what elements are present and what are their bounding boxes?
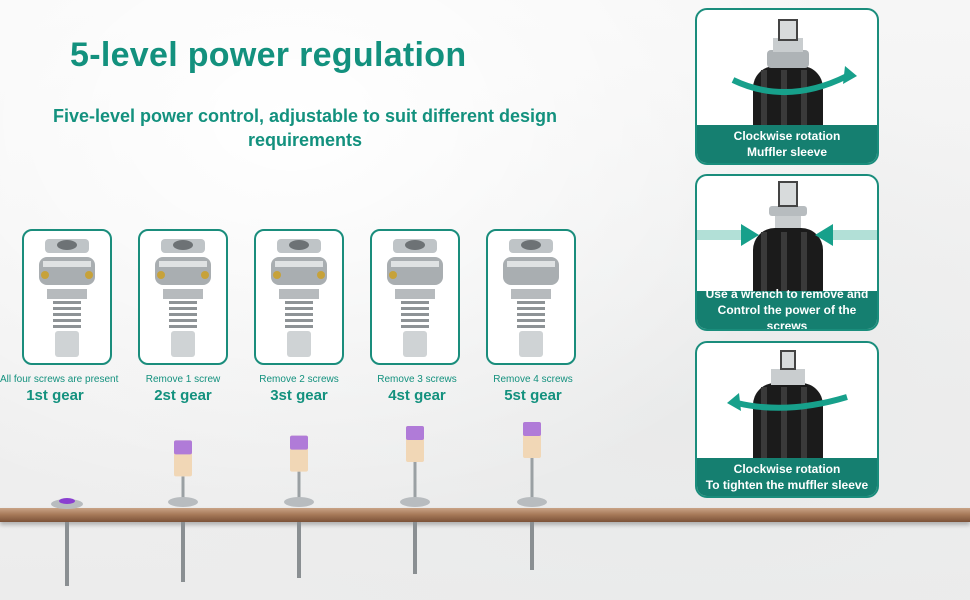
- gear-label-5: Remove 4 screws 5st gear: [478, 374, 588, 404]
- step-panel-2: Use a wrench to remove and Control the p…: [695, 174, 879, 331]
- step-line-1: Use a wrench to remove and: [705, 287, 869, 301]
- gear-name: 5st gear: [504, 387, 562, 404]
- nozzle-icon: [39, 239, 95, 357]
- step-panel-3: Clockwise rotation To tighten the muffle…: [695, 341, 879, 498]
- gear-note: Remove 1 screw: [145, 374, 221, 385]
- nozzle-icon: [155, 239, 211, 357]
- pin-2: [168, 440, 198, 582]
- gear-label-4: Remove 3 screws 4st gear: [362, 374, 472, 404]
- wood-shelf: [0, 508, 970, 522]
- gear-label-3: Remove 2 screws 3st gear: [244, 374, 354, 404]
- nozzle-icon: [387, 239, 443, 357]
- pin-3: [284, 435, 314, 578]
- nozzle-icon: [503, 239, 559, 357]
- step-line-2: Muffler sleeve: [746, 145, 828, 159]
- gear-name: 1st gear: [26, 387, 84, 404]
- gear-card-3: [254, 229, 344, 365]
- step-caption: Clockwise rotation Muffler sleeve: [697, 125, 877, 163]
- step-line-1: Clockwise rotation: [733, 129, 841, 143]
- page-subtitle: Five-level power control, adjustable to …: [52, 106, 558, 150]
- step-line-2: To tighten the muffler sleeve: [705, 478, 869, 492]
- page-title: 5-level power regulation: [70, 36, 467, 74]
- gear-note: Remove 3 screws: [377, 374, 457, 385]
- gear-name: 4st gear: [388, 387, 446, 404]
- step-line-2: Control the power of the screws: [717, 303, 857, 331]
- nozzle-icon: [271, 239, 327, 357]
- gear-note: Remove 4 screws: [493, 374, 573, 385]
- pin-layer: [51, 422, 547, 586]
- step-caption: Clockwise rotation To tighten the muffle…: [697, 458, 877, 496]
- gear-card-2: [138, 229, 228, 365]
- gear-card-1: [22, 229, 112, 365]
- step-panel-1: Clockwise rotation Muffler sleeve: [695, 8, 879, 165]
- pin-4: [400, 426, 430, 574]
- gear-name: 3st gear: [270, 387, 328, 404]
- step-line-1: Clockwise rotation: [733, 462, 841, 476]
- pin-5: [517, 422, 547, 570]
- step-caption: Use a wrench to remove and Control the p…: [697, 287, 877, 331]
- pin-1: [51, 498, 83, 586]
- gear-label-2: Remove 1 screw 2st gear: [128, 374, 238, 404]
- gear-note: All four screws are present: [0, 374, 119, 385]
- gear-card-5: [486, 229, 576, 365]
- gear-name: 2st gear: [154, 387, 212, 404]
- gear-note: Remove 2 screws: [259, 374, 339, 385]
- gear-card-4: [370, 229, 460, 365]
- gear-label-1: All four screws are present 1st gear: [0, 374, 119, 404]
